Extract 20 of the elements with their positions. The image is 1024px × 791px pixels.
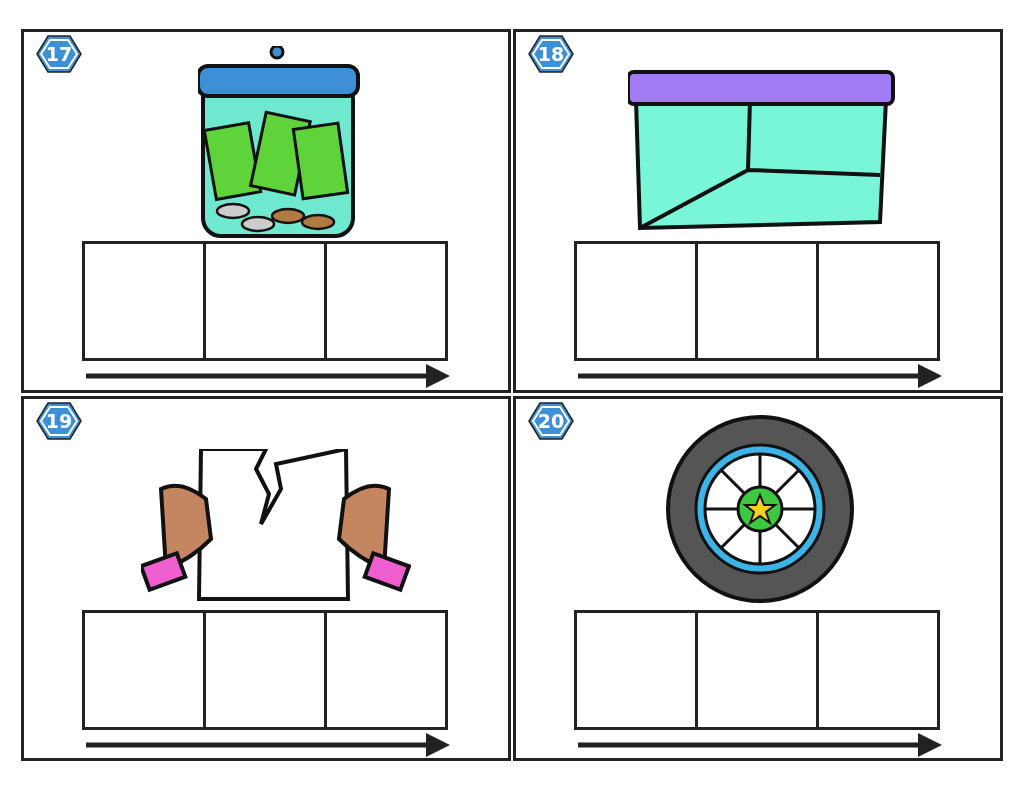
- card-number: 19: [45, 410, 73, 432]
- card-number: 18: [537, 43, 565, 65]
- letter-box: [203, 241, 327, 361]
- letter-box: [82, 241, 206, 361]
- letter-box: [324, 610, 448, 730]
- task-card: [21, 29, 511, 393]
- letter-box: [695, 241, 819, 361]
- card-number: 17: [45, 43, 73, 65]
- letter-box: [324, 241, 448, 361]
- letter-box: [816, 241, 940, 361]
- letter-box: [82, 610, 206, 730]
- letter-box: [695, 610, 819, 730]
- task-card: [513, 396, 1003, 761]
- task-card: [513, 29, 1003, 393]
- task-card: [21, 396, 511, 761]
- letter-box: [203, 610, 327, 730]
- letter-box: [574, 241, 698, 361]
- card-number: 20: [537, 410, 565, 432]
- letter-box: [574, 610, 698, 730]
- letter-box: [816, 610, 940, 730]
